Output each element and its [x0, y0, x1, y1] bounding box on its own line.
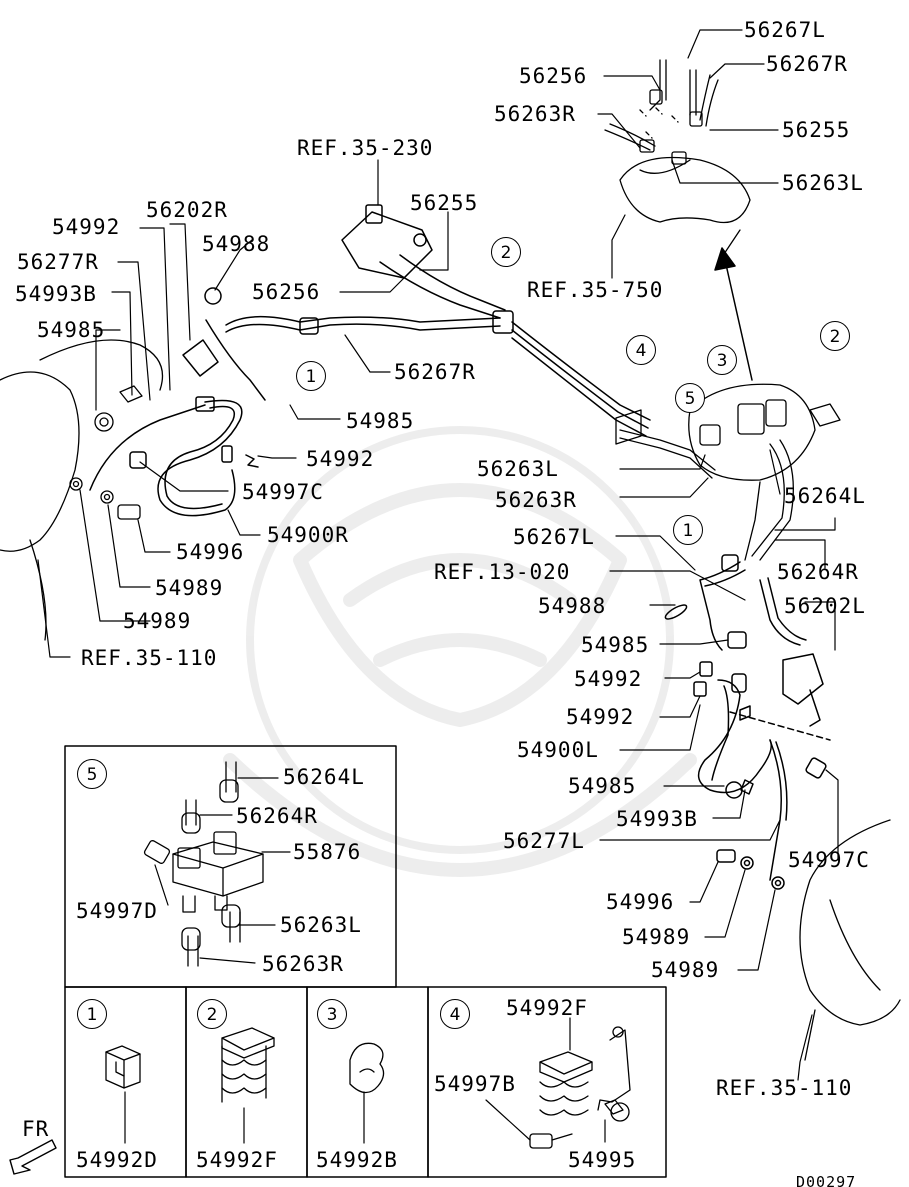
part-callout-54997d: 54997D — [76, 899, 158, 923]
part-callout-ref-35-110-a: REF.35-110 — [81, 646, 218, 670]
circled-number-n3-main: 3 — [707, 345, 737, 375]
part-callout-56263l-top: 56263L — [782, 171, 864, 195]
part-callout-ref-35-230: REF.35-230 — [297, 136, 434, 160]
part-callout-54997c-b: 54997C — [788, 848, 870, 872]
part-callout-54989-b: 54989 — [123, 609, 192, 633]
part-callout-ref-35-750: REF.35-750 — [527, 278, 664, 302]
part-callout-56264l-box: 56264L — [283, 765, 365, 789]
part-callout-54985-c: 54985 — [581, 633, 650, 657]
part-callout-56263r-top: 56263R — [494, 102, 576, 126]
part-callout-54900l: 54900L — [517, 738, 599, 762]
part-callout-54993b-b: 54993B — [616, 807, 698, 831]
circled-number-n2-box: 2 — [197, 999, 227, 1029]
part-callout-54992f: 54992F — [196, 1148, 278, 1172]
part-callout-55876: 55876 — [293, 840, 362, 864]
left-wheel-hub — [0, 339, 164, 641]
part-callout-54989-d: 54989 — [651, 958, 720, 982]
circled-number-n1-box: 1 — [77, 999, 107, 1029]
part-callout-54900r: 54900R — [267, 523, 349, 547]
watermark-emblem — [223, 426, 697, 877]
part-callout-56256-top: 56256 — [519, 64, 588, 88]
part-callout-54996-a: 54996 — [176, 540, 245, 564]
circled-number-n2-main: 2 — [491, 237, 521, 267]
part-callout-54992f-4: 54992F — [506, 996, 588, 1020]
part-callout-54985-d: 54985 — [568, 774, 637, 798]
part-callout-54996-b: 54996 — [606, 890, 675, 914]
part-callout-56263r-box: 56263R — [262, 952, 344, 976]
part-callout-54988-a: 54988 — [202, 232, 271, 256]
circled-number-n4-box: 4 — [440, 999, 470, 1029]
part-callout-54989-c: 54989 — [622, 925, 691, 949]
part-callout-56263l-box: 56263L — [280, 913, 362, 937]
part-callout-54995: 54995 — [568, 1148, 637, 1172]
part-callout-56277l: 56277L — [503, 829, 585, 853]
part-callout-56202l: 56202L — [784, 594, 866, 618]
part-callout-54992-a: 54992 — [52, 215, 121, 239]
part-callout-56277r: 56277R — [17, 250, 99, 274]
left-flex-hose — [89, 287, 266, 517]
part-callout-54993b-a: 54993B — [15, 282, 97, 306]
part-callout-56255-top: 56255 — [782, 118, 851, 142]
part-callout-56256-mid: 56256 — [252, 280, 321, 304]
part-callout-54992-c: 54992 — [574, 667, 643, 691]
part-callout-56255-mid: 56255 — [410, 191, 479, 215]
circled-number-n2-right: 2 — [820, 321, 850, 351]
part-callout-54992b: 54992B — [316, 1148, 398, 1172]
center-junction-block — [615, 383, 841, 561]
circled-number-n4-main: 4 — [626, 335, 656, 365]
part-callout-56267l-mid: 56267L — [513, 525, 595, 549]
part-callout-56264r-box: 56264R — [236, 804, 318, 828]
part-callout-56264l-mid: 56264L — [784, 484, 866, 508]
part-callout-56267r-mid: 56267R — [394, 360, 476, 384]
part-callout-54992-b: 54992 — [306, 447, 375, 471]
part-callout-56267r-top: 56267R — [766, 52, 848, 76]
part-callout-54985-b: 54985 — [346, 409, 415, 433]
part-callout-56264r-mid: 56264R — [777, 560, 859, 584]
part-callout-56202r: 56202R — [146, 198, 228, 222]
front-direction-arrow — [9, 1139, 57, 1175]
circled-number-n1-left: 1 — [296, 361, 326, 391]
part-callout-56263r-mid: 56263R — [495, 488, 577, 512]
circled-number-n3-box: 3 — [317, 999, 347, 1029]
right-brake-lines — [664, 554, 831, 890]
proportioning-valve-and-lines — [225, 204, 651, 437]
leader-lines — [37, 29, 839, 1081]
part-callout-54992d: 54992D — [76, 1148, 158, 1172]
right-wheel-hub — [799, 819, 901, 1061]
part-callout-54992-d: 54992 — [566, 705, 635, 729]
part-callout-ref-13-020: REF.13-020 — [434, 560, 571, 584]
front-direction-label: FR — [22, 1117, 50, 1141]
arrow-to-master-cylinder — [714, 247, 753, 381]
part-callout-54989-a: 54989 — [155, 576, 224, 600]
part-callout-56263l-mid: 56263L — [477, 457, 559, 481]
circled-number-n5-main: 5 — [675, 383, 705, 413]
part-callout-54997c-a: 54997C — [242, 480, 324, 504]
part-callout-56267l-top: 56267L — [744, 18, 826, 42]
part-callout-54988-b: 54988 — [538, 594, 607, 618]
part-callout-ref-35-110-b: REF.35-110 — [716, 1076, 853, 1100]
part-callout-54985-a: 54985 — [37, 318, 106, 342]
part-callout-54997b: 54997B — [434, 1072, 516, 1096]
diagram-code: D00297 — [796, 1173, 857, 1187]
circled-number-n5-box: 5 — [77, 759, 107, 789]
circled-number-n1-right: 1 — [673, 515, 703, 545]
detail-boxes-1-4 — [64, 986, 667, 1178]
